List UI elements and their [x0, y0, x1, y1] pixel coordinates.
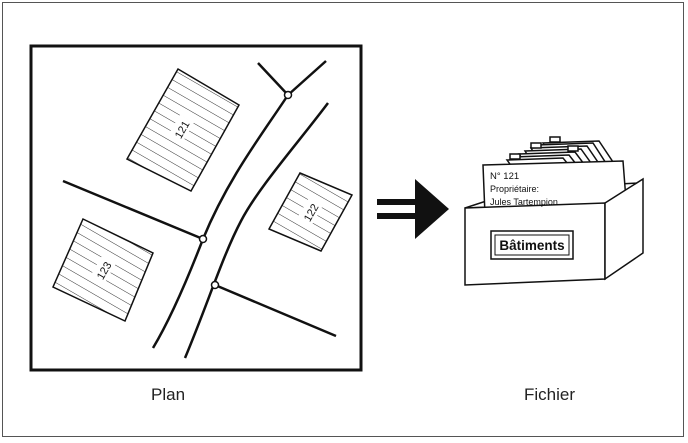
main-road-east-edge [183, 102, 329, 359]
plan-caption: Plan [151, 385, 186, 404]
road-lines [62, 60, 337, 359]
side-street-east [214, 283, 337, 338]
diagram-canvas: 121 122 123 [29, 44, 644, 372]
junction-node [210, 280, 220, 290]
branch-road-nw [257, 62, 289, 96]
side-street-west [62, 179, 204, 241]
figure-frame: 121 122 123 [2, 2, 684, 437]
plan-map: 121 122 123 [29, 44, 363, 372]
card-number: N° 121 [490, 171, 519, 182]
card-owner-label: Propriétaire: [490, 184, 539, 194]
label-holder-inner [494, 234, 570, 256]
parcel-122: 122 [267, 172, 354, 252]
junction-node [283, 90, 293, 100]
junction-node [198, 234, 208, 244]
box-side [604, 177, 644, 281]
double-arrow-right-icon [377, 179, 449, 239]
card-owner-name: Jules Tartempion [490, 197, 558, 207]
box-label: Bâtiments [499, 238, 564, 253]
file-caption: Fichier [524, 385, 576, 404]
card-file-box [464, 136, 644, 286]
parcel-123: 123 [52, 217, 154, 323]
branch-road-ne [287, 60, 327, 96]
parcel-121: 121 [125, 67, 241, 192]
